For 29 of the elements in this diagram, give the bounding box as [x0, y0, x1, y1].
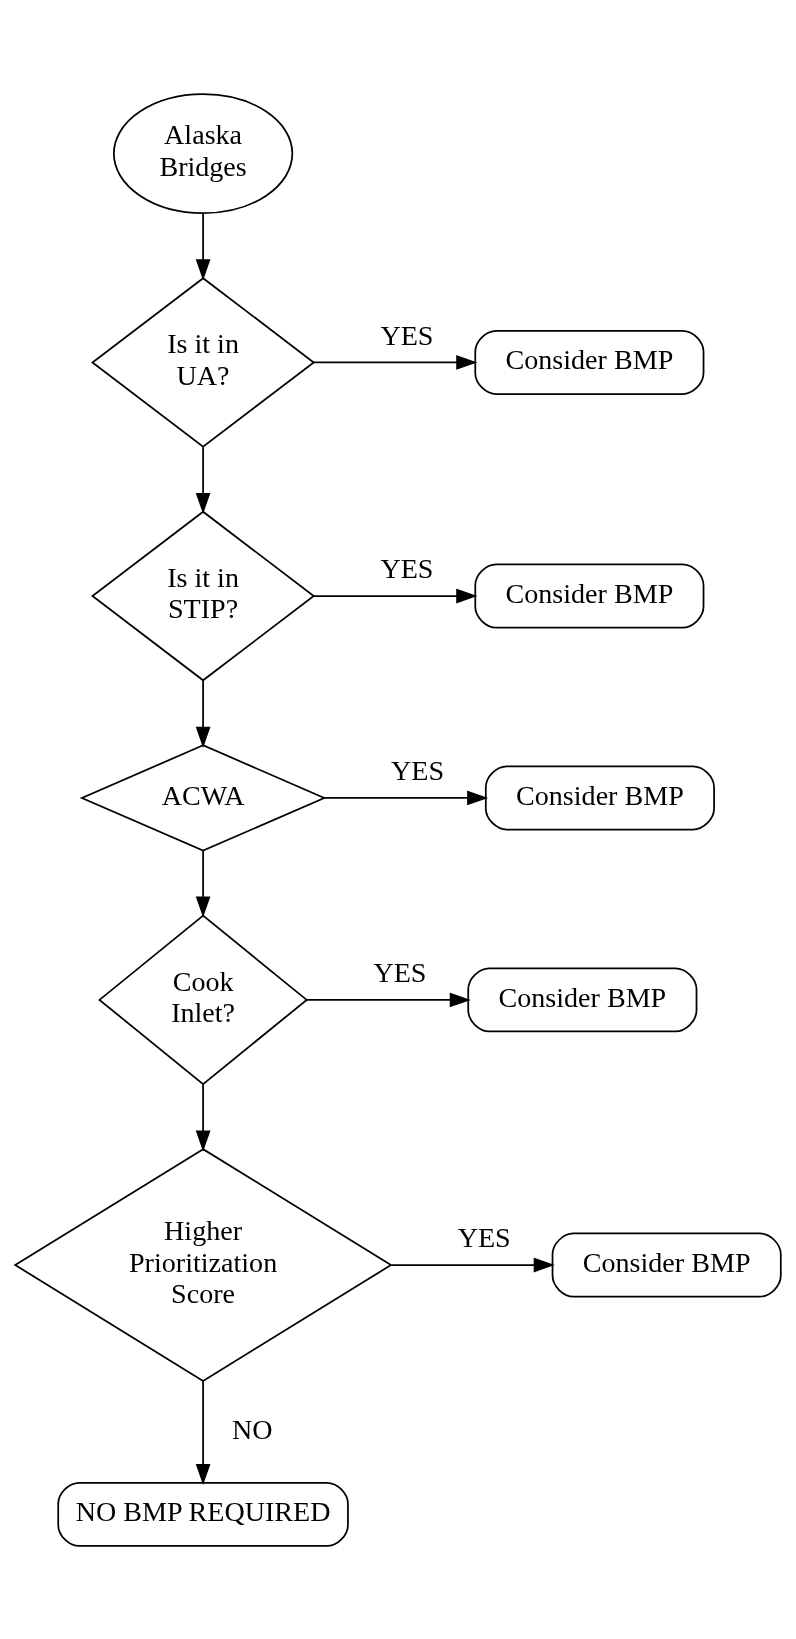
- arrow: [390, 1257, 555, 1272]
- arrow: [312, 354, 478, 370]
- edge-label: YES: [380, 319, 434, 351]
- arrow: [195, 445, 211, 514]
- edge-label: YES: [373, 956, 427, 988]
- arrow: [195, 212, 211, 280]
- arrow: [323, 790, 489, 805]
- edge-label: NO: [232, 1413, 273, 1445]
- arrow: [305, 992, 471, 1007]
- arrow: [195, 849, 211, 918]
- edge-label: YES: [390, 754, 445, 786]
- edge-label: YES: [380, 552, 434, 584]
- node-diamond: Cook Inlet?: [98, 913, 309, 1085]
- node-diamond: Higher Prioritization Score: [13, 1147, 393, 1382]
- node-box: Consider BMP: [551, 1232, 782, 1297]
- node-box: Consider BMP: [467, 966, 698, 1032]
- node-diamond: ACWA: [79, 743, 327, 852]
- node-box: Consider BMP: [484, 764, 715, 830]
- node-box: Consider BMP: [474, 563, 705, 628]
- node-box: Consider BMP: [474, 329, 705, 395]
- node-diamond: Is it in UA?: [91, 276, 316, 448]
- arrow: [312, 588, 478, 603]
- node-ellipse: Alaska Bridges: [112, 92, 294, 214]
- arrow: [195, 1379, 211, 1485]
- edge-label: YES: [457, 1221, 511, 1253]
- arrow: [195, 679, 211, 748]
- arrow: [195, 1083, 211, 1152]
- node-diamond: Is it in STIP?: [91, 510, 316, 681]
- node-box: NO BMP REQUIRED: [57, 1481, 349, 1547]
